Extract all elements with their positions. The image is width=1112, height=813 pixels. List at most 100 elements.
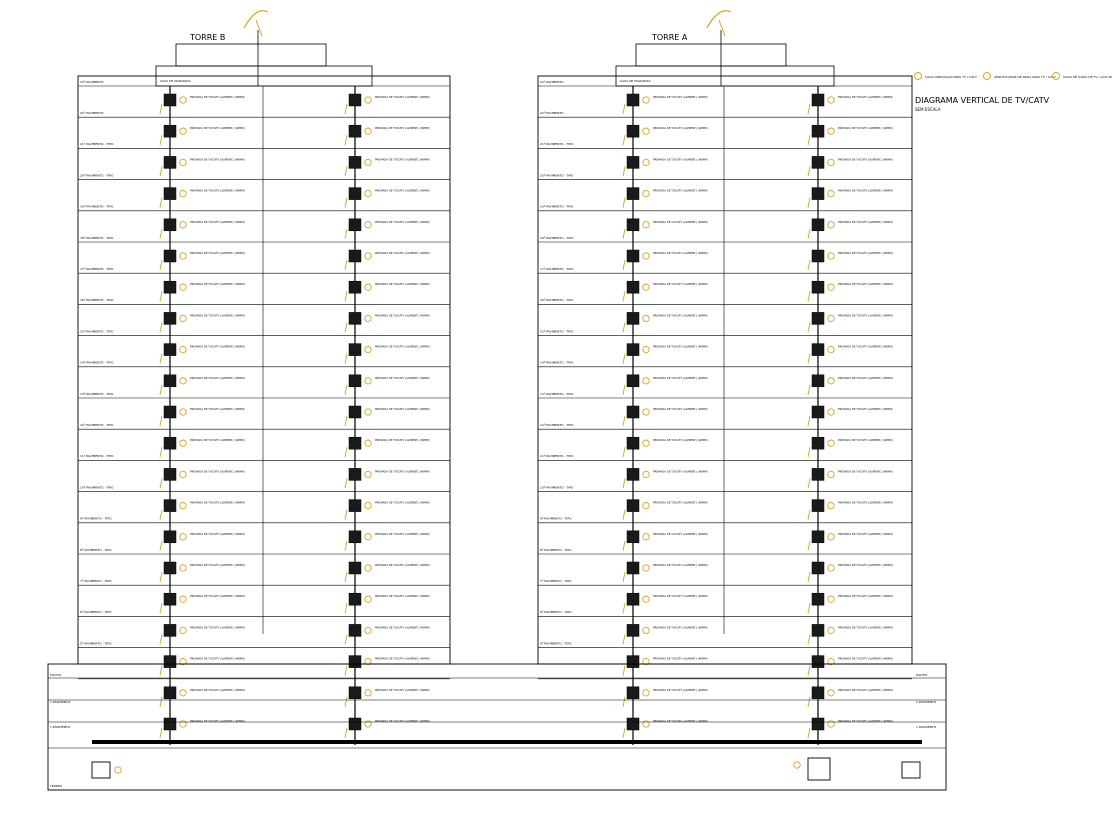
equipment-label: PRUMADA DE TV/CATV (ALIMENT.) (40MM) bbox=[190, 563, 245, 567]
amplifier-icon bbox=[642, 283, 650, 291]
equipment-label: PRUMADA DE TV/CATV (ALIMENT.) (40MM) bbox=[375, 345, 430, 349]
equipment-label: PRUMADA DE TV/CATV (ALIMENT.) (40MM) bbox=[375, 469, 430, 473]
amplifier-icon bbox=[827, 720, 835, 728]
equipment-label: PRUMADA DE TV/CATV (ALIMENT.) (40MM) bbox=[838, 719, 893, 723]
splitter-box-icon bbox=[811, 468, 825, 481]
splitter-box-icon bbox=[811, 655, 825, 668]
outlet-icon bbox=[344, 166, 348, 177]
splitter-box-icon bbox=[348, 156, 362, 169]
splitter-box-icon bbox=[163, 530, 177, 544]
amplifier-icon bbox=[827, 158, 835, 167]
riser-2: PRUMADA DE TV/CATV (ALIMENT.) (40MM) PRUM… bbox=[807, 86, 893, 745]
outlet-icon bbox=[159, 384, 163, 395]
outlet-icon bbox=[159, 571, 163, 583]
amplifier-icon bbox=[364, 221, 372, 229]
outlet-icon bbox=[159, 603, 163, 614]
outlet-icon bbox=[344, 478, 348, 489]
splitter-box-icon bbox=[626, 655, 640, 668]
amplifier-icon bbox=[179, 689, 187, 697]
legend-text-1: CAIXA DERIVAÇÃO PARA TV / CATV bbox=[925, 74, 978, 79]
outlet-icon bbox=[159, 727, 163, 739]
splitter-box-icon bbox=[348, 343, 362, 356]
splitter-box-icon bbox=[811, 499, 825, 512]
amplifier-icon bbox=[642, 158, 650, 167]
amplifier-icon bbox=[179, 470, 187, 479]
floor-label: 11º PAVIMENTO - TIPO bbox=[80, 454, 114, 458]
amplifier-icon bbox=[642, 720, 650, 728]
equipment-label: PRUMADA DE TV/CATV (ALIMENT.) (40MM) bbox=[190, 688, 245, 692]
equipment-label: PRUMADA DE TV/CATV (ALIMENT.) (40MM) bbox=[838, 313, 893, 317]
splitter-box-icon bbox=[626, 624, 640, 637]
amplifier-icon bbox=[179, 314, 187, 323]
equipment-label: PRUMADA DE TV/CATV (ALIMENT.) (40MM) bbox=[653, 189, 708, 193]
amplifier-icon bbox=[827, 470, 835, 479]
amplifier-icon bbox=[179, 564, 187, 572]
equipment-label: PRUMADA DE TV/CATV (ALIMENT.) (40MM) bbox=[653, 376, 708, 380]
amplifier-icon bbox=[827, 314, 835, 323]
amplifier-icon bbox=[114, 766, 122, 774]
equipment-label: PRUMADA DE TV/CATV (ALIMENT.) (40MM) bbox=[375, 438, 430, 442]
amplifier-icon bbox=[364, 626, 372, 635]
amplifier-icon bbox=[827, 283, 835, 291]
outlet-icon bbox=[807, 166, 811, 177]
equipment-label: PRUMADA DE TV/CATV (ALIMENT.) (40MM) bbox=[190, 657, 245, 661]
equipment-label: PRUMADA DE TV/CATV (ALIMENT.) (40MM) bbox=[653, 719, 708, 723]
outlet-icon bbox=[159, 509, 163, 520]
equipment-label: PRUMADA DE TV/CATV (ALIMENT.) (40MM) bbox=[653, 594, 708, 598]
outlet-icon bbox=[159, 447, 163, 458]
outlet-icon bbox=[159, 665, 163, 676]
splitter-box-icon bbox=[626, 218, 640, 232]
splitter-box-icon bbox=[163, 249, 177, 263]
outlet-icon bbox=[622, 197, 626, 208]
floor-1-label: 1 PAVIMENTO bbox=[50, 725, 71, 729]
equipment-label: PRUMADA DE TV/CATV (ALIMENT.) (40MM) bbox=[838, 220, 893, 224]
equipment-label: PRUMADA DE TV/CATV (ALIMENT.) (40MM) bbox=[838, 407, 893, 411]
equipment-label: PRUMADA DE TV/CATV (ALIMENT.) (40MM) bbox=[838, 345, 893, 349]
machine-room-label: CASA DE MÁQUINAS bbox=[160, 78, 191, 83]
equipment-label: PRUMADA DE TV/CATV (ALIMENT.) (40MM) bbox=[653, 95, 708, 99]
amplifier-icon bbox=[827, 689, 835, 697]
splitter-box-icon bbox=[163, 187, 177, 200]
equipment-label: PRUMADA DE TV/CATV (ALIMENT.) (40MM) bbox=[653, 657, 708, 661]
outlet-icon bbox=[159, 634, 163, 645]
amplifier-icon bbox=[642, 564, 650, 572]
equipment-label: PRUMADA DE TV/CATV (ALIMENT.) (40MM) bbox=[838, 282, 893, 286]
splitter-box-icon bbox=[348, 124, 362, 138]
outlet-icon bbox=[807, 415, 811, 427]
outlet-icon bbox=[807, 727, 811, 739]
floor-label: 5º PAVIMENTO - TIPO bbox=[540, 641, 572, 645]
amplifier-icon bbox=[364, 96, 372, 104]
satellite-dish-icon bbox=[243, 10, 269, 29]
tower-title: TORRE A bbox=[651, 33, 688, 42]
amplifier-icon bbox=[827, 501, 835, 510]
equipment-label: PRUMADA DE TV/CATV (ALIMENT.) (40MM) bbox=[838, 657, 893, 661]
headend-box-b bbox=[91, 761, 111, 779]
tower-outline bbox=[77, 75, 451, 665]
equipment-label: PRUMADA DE TV/CATV (ALIMENT.) (40MM) bbox=[838, 157, 893, 161]
splitter-box-icon bbox=[811, 93, 825, 107]
amplifier-icon bbox=[827, 345, 835, 354]
equipment-label: PRUMADA DE TV/CATV (ALIMENT.) (40MM) bbox=[375, 501, 430, 505]
satellite-dish-icon bbox=[706, 10, 732, 29]
amplifier-icon bbox=[827, 657, 835, 666]
splitter-box-icon bbox=[163, 592, 177, 606]
equipment-label: PRUMADA DE TV/CATV (ALIMENT.) (40MM) bbox=[653, 469, 708, 473]
amplifier-icon bbox=[179, 252, 187, 260]
equipment-label: PRUMADA DE TV/CATV (ALIMENT.) (40MM) bbox=[375, 126, 430, 130]
splitter-box-icon bbox=[626, 156, 640, 169]
equipment-label: PRUMADA DE TV/CATV (ALIMENT.) (40MM) bbox=[653, 625, 708, 629]
headend-box-a2 bbox=[901, 761, 921, 779]
splitter-box-icon bbox=[626, 374, 640, 388]
splitter-box-icon bbox=[163, 405, 177, 419]
outlet-icon bbox=[159, 478, 163, 489]
floor-label: 16º PAVIMENTO - TIPO bbox=[540, 298, 574, 302]
outlet-icon bbox=[344, 197, 348, 208]
amplifier-icon bbox=[364, 501, 372, 510]
floor-label: 13º PAVIMENTO - TIPO bbox=[80, 392, 114, 396]
outlet-icon bbox=[622, 634, 626, 645]
equipment-label: PRUMADA DE TV/CATV (ALIMENT.) (40MM) bbox=[375, 407, 430, 411]
riser-2: PRUMADA DE TV/CATV (ALIMENT.) (40MM) PRUM… bbox=[344, 86, 430, 745]
splitter-box-icon bbox=[811, 343, 825, 356]
floor-label: 18º PAVIMENTO - TIPO bbox=[80, 236, 114, 240]
floor-label: 10º PAVIMENTO - TIPO bbox=[540, 485, 574, 489]
